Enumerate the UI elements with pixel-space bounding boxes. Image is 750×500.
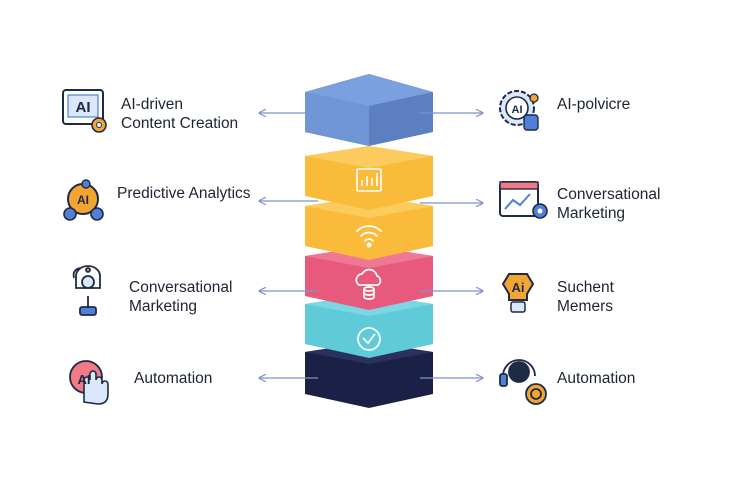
right-label-2: Conversational Marketing (557, 185, 660, 223)
left-label-3: Conversational Marketing (129, 278, 232, 316)
ai-lightbulb-icon: Ai (501, 273, 535, 313)
right-label-1-line-1: AI-polvicre (557, 96, 631, 113)
right-label-2-line-1: Conversational (557, 186, 661, 203)
right-label-3: Suchent Memers (557, 278, 614, 316)
chart-monitor-gear-icon (499, 181, 548, 219)
left-label-3-line-2: Marketing (129, 298, 198, 315)
ai-screen-gear-icon: AI (62, 89, 107, 133)
ai-gear-person-icon: AI (499, 90, 539, 131)
check-circle-icon (357, 327, 381, 351)
right-label-1: AI-polvicre (557, 95, 630, 114)
left-label-4-line-1: Automation (134, 370, 213, 387)
svg-text:Ai: Ai (512, 280, 525, 295)
connectors (260, 113, 482, 378)
svg-text:AI: AI (76, 99, 91, 116)
ai-hand-icon: AI (69, 360, 109, 405)
layer-stack (305, 74, 433, 408)
left-label-3-line-1: Conversational (129, 279, 233, 296)
right-label-2-line-2: Marketing (557, 205, 626, 222)
right-label-3-line-1: Suchent (557, 279, 614, 296)
headset-coin-icon (499, 359, 547, 405)
chart-icon (356, 168, 382, 192)
cloud-database-icon (355, 268, 382, 300)
left-label-1-line-1: AI-driven (121, 96, 184, 113)
svg-text:AI: AI (78, 372, 91, 387)
left-label-2-line-1: Predictive Analytics (117, 185, 251, 202)
ai-gear-cluster-icon: AI (63, 179, 104, 221)
stack-layer-1 (305, 74, 433, 146)
right-label-4: Automation (557, 369, 635, 388)
robot-chat-icon (72, 265, 101, 316)
left-label-4: Automation (134, 369, 212, 388)
left-label-1-line-2: Content Creation (121, 115, 239, 132)
wifi-icon (356, 225, 382, 248)
right-label-3-line-2: Memers (557, 298, 613, 315)
right-label-4-line-1: Automation (557, 370, 636, 387)
stack-layer-2 (305, 146, 433, 210)
svg-text:AI: AI (77, 193, 89, 207)
svg-text:AI: AI (512, 104, 523, 116)
left-label-2: Predictive Analytics (117, 184, 251, 203)
left-label-1: AI-driven Content Creation (121, 95, 238, 133)
